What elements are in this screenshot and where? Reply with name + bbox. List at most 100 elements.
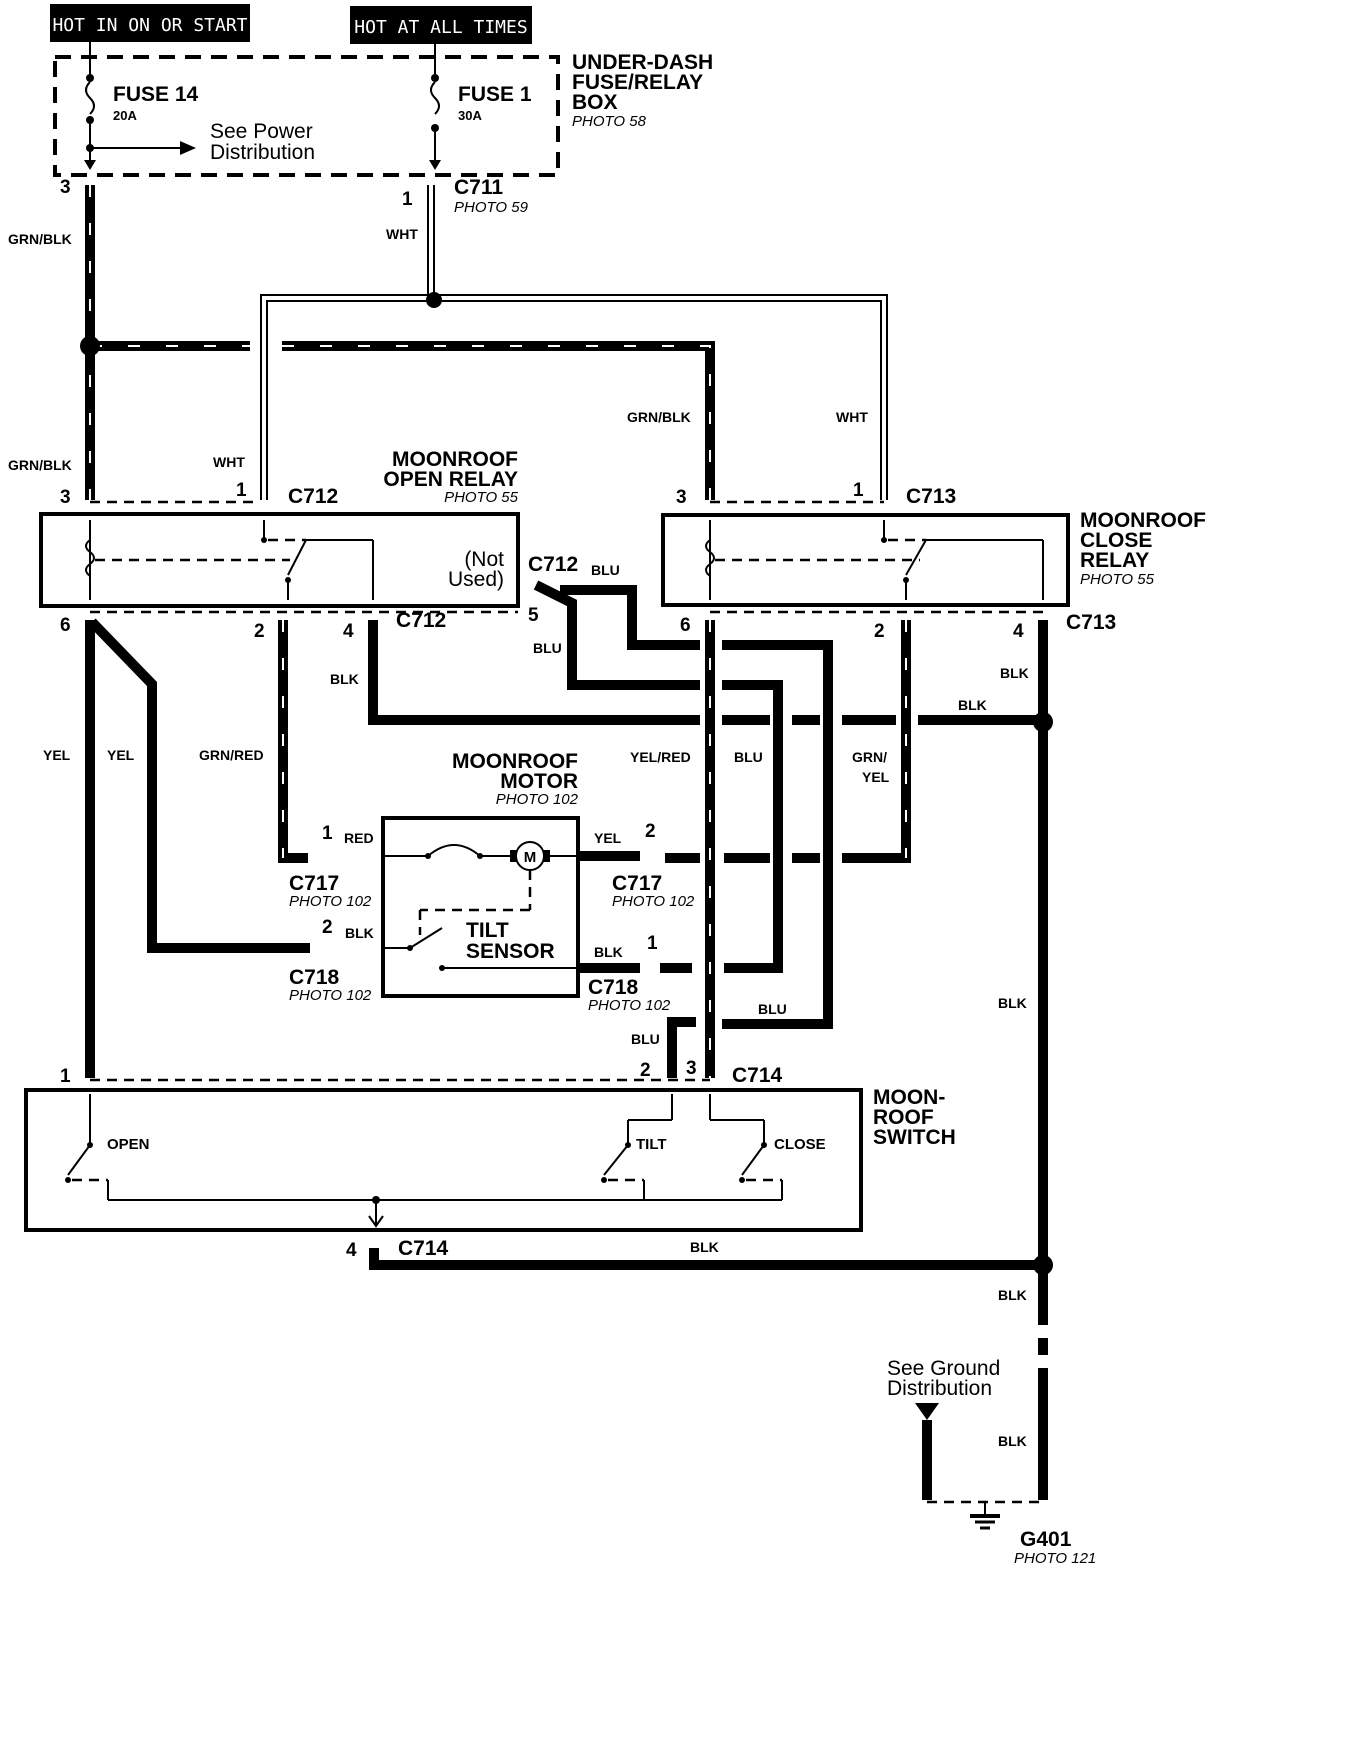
svg-text:SENSOR: SENSOR: [466, 940, 555, 963]
close-relay-title: MOONROOF: [1080, 509, 1206, 532]
arrow-right-icon: [180, 141, 196, 155]
svg-text:6: 6: [60, 615, 71, 636]
svg-text:3: 3: [686, 1058, 697, 1079]
svg-text:PHOTO 102: PHOTO 102: [289, 987, 372, 1004]
switch-open-label: OPEN: [107, 1136, 150, 1153]
c718-right-label: C718: [588, 976, 639, 999]
c711-label: C711: [454, 176, 503, 199]
svg-text:4: 4: [346, 1240, 357, 1261]
svg-text:YEL: YEL: [862, 769, 890, 785]
wire-label: YEL: [107, 747, 135, 763]
wire-blu-switch: [667, 1017, 696, 1078]
not-used-label: (Not: [464, 548, 504, 571]
wire-label: BLU: [533, 640, 562, 656]
svg-text:1: 1: [853, 480, 864, 501]
svg-text:2: 2: [254, 621, 265, 642]
svg-text:HOT IN ON OR START: HOT IN ON OR START: [52, 15, 247, 36]
svg-text:2: 2: [640, 1060, 651, 1081]
fuse1-label: FUSE 1: [458, 83, 532, 106]
wire-blk-switch: [369, 1248, 1043, 1270]
svg-text:CLOSE: CLOSE: [1080, 529, 1152, 552]
wire-label: GRN/: [852, 749, 887, 765]
wire-label: GRN/BLK: [627, 409, 691, 425]
switch-close-label: CLOSE: [774, 1136, 826, 1153]
wire-label: GRN/RED: [199, 747, 264, 763]
wire-label: YEL/RED: [630, 749, 691, 765]
svg-text:Used): Used): [448, 568, 504, 591]
c714-bottom-label: C714: [398, 1237, 449, 1260]
wire-label: GRN/BLK: [8, 457, 72, 473]
svg-text:PHOTO 121: PHOTO 121: [1014, 1550, 1096, 1567]
wire-label: WHT: [836, 409, 868, 425]
wire-label: BLU: [758, 1001, 787, 1017]
svg-text:30A: 30A: [458, 108, 482, 123]
svg-text:Distribution: Distribution: [210, 141, 315, 164]
svg-text:PHOTO 102: PHOTO 102: [588, 997, 671, 1014]
svg-text:5: 5: [528, 605, 539, 626]
hot-at-all-times-tag: HOT AT ALL TIMES: [350, 6, 532, 44]
switch-tilt-label: TILT: [636, 1136, 667, 1153]
wire-label: WHT: [386, 226, 418, 242]
svg-text:PHOTO 55: PHOTO 55: [444, 489, 519, 506]
c718-left-label: C718: [289, 966, 340, 989]
switch-title: MOON-: [873, 1086, 945, 1109]
wire-label: BLK: [998, 995, 1027, 1011]
wire-label: RED: [344, 830, 374, 846]
svg-text:Distribution: Distribution: [887, 1377, 992, 1400]
svg-text:6: 6: [680, 615, 691, 636]
svg-text:FUSE/RELAY: FUSE/RELAY: [572, 71, 703, 94]
wire-label: WHT: [213, 454, 245, 470]
see-ground-label: See Ground: [887, 1357, 1000, 1380]
svg-text:1: 1: [60, 1066, 71, 1087]
wire-label: GRN/BLK: [8, 231, 72, 247]
svg-text:1: 1: [402, 189, 413, 210]
svg-text:1: 1: [647, 933, 658, 954]
svg-text:SWITCH: SWITCH: [873, 1126, 956, 1149]
hot-in-on-or-start-tag: HOT IN ON OR START: [50, 4, 250, 42]
svg-text:ROOF: ROOF: [873, 1106, 934, 1129]
svg-text:PHOTO 58: PHOTO 58: [572, 113, 647, 130]
c713-top-label: C713: [906, 485, 956, 508]
wire-label: BLU: [631, 1031, 660, 1047]
wire-yel-2: [88, 618, 310, 953]
wire-blu-c: [722, 640, 833, 1029]
wire-label: BLK: [998, 1287, 1027, 1303]
fuse14-symbol: [85, 81, 95, 115]
svg-text:2: 2: [874, 621, 885, 642]
svg-text:3: 3: [60, 487, 71, 508]
svg-text:PHOTO 102: PHOTO 102: [612, 893, 695, 910]
svg-text:M: M: [524, 849, 537, 866]
c712-side-label: C712: [528, 553, 578, 576]
svg-text:1: 1: [322, 823, 333, 844]
wire-label: BLK: [998, 1433, 1027, 1449]
wire-grn-red: [278, 620, 308, 863]
wire-blu-a: [533, 580, 700, 690]
g401-label: G401: [1020, 1528, 1072, 1551]
svg-text:HOT AT ALL TIMES: HOT AT ALL TIMES: [354, 17, 527, 38]
wire-label: BLK: [1000, 665, 1029, 681]
c717-left-label: C717: [289, 872, 339, 895]
wire-label: BLK: [690, 1239, 719, 1255]
svg-text:1: 1: [236, 480, 247, 501]
wire-label: BLK: [330, 671, 359, 687]
c713-bottom-label: C713: [1066, 611, 1116, 634]
wire-label: BLK: [958, 697, 987, 713]
svg-text:PHOTO 102: PHOTO 102: [496, 791, 579, 808]
svg-text:2: 2: [645, 821, 656, 842]
svg-text:BOX: BOX: [572, 91, 618, 114]
fuse14-label: FUSE 14: [113, 83, 199, 106]
svg-text:PHOTO 102: PHOTO 102: [289, 893, 372, 910]
c714-top-label: C714: [732, 1064, 783, 1087]
wire-blu-d: [722, 680, 783, 973]
svg-text:4: 4: [343, 621, 354, 642]
fuse-relay-box: FUSE 14 20A See Power Distribution FUSE …: [53, 42, 560, 177]
moonroof-open-relay: [39, 500, 520, 614]
svg-text:PHOTO 59: PHOTO 59: [454, 199, 529, 216]
c717-right-label: C717: [612, 872, 662, 895]
svg-text:RELAY: RELAY: [1080, 549, 1149, 572]
moonroof-close-relay: [661, 500, 1070, 614]
wire-label: BLK: [594, 944, 623, 960]
open-relay-title: MOONROOF: [392, 448, 518, 471]
svg-text:20A: 20A: [113, 108, 137, 123]
